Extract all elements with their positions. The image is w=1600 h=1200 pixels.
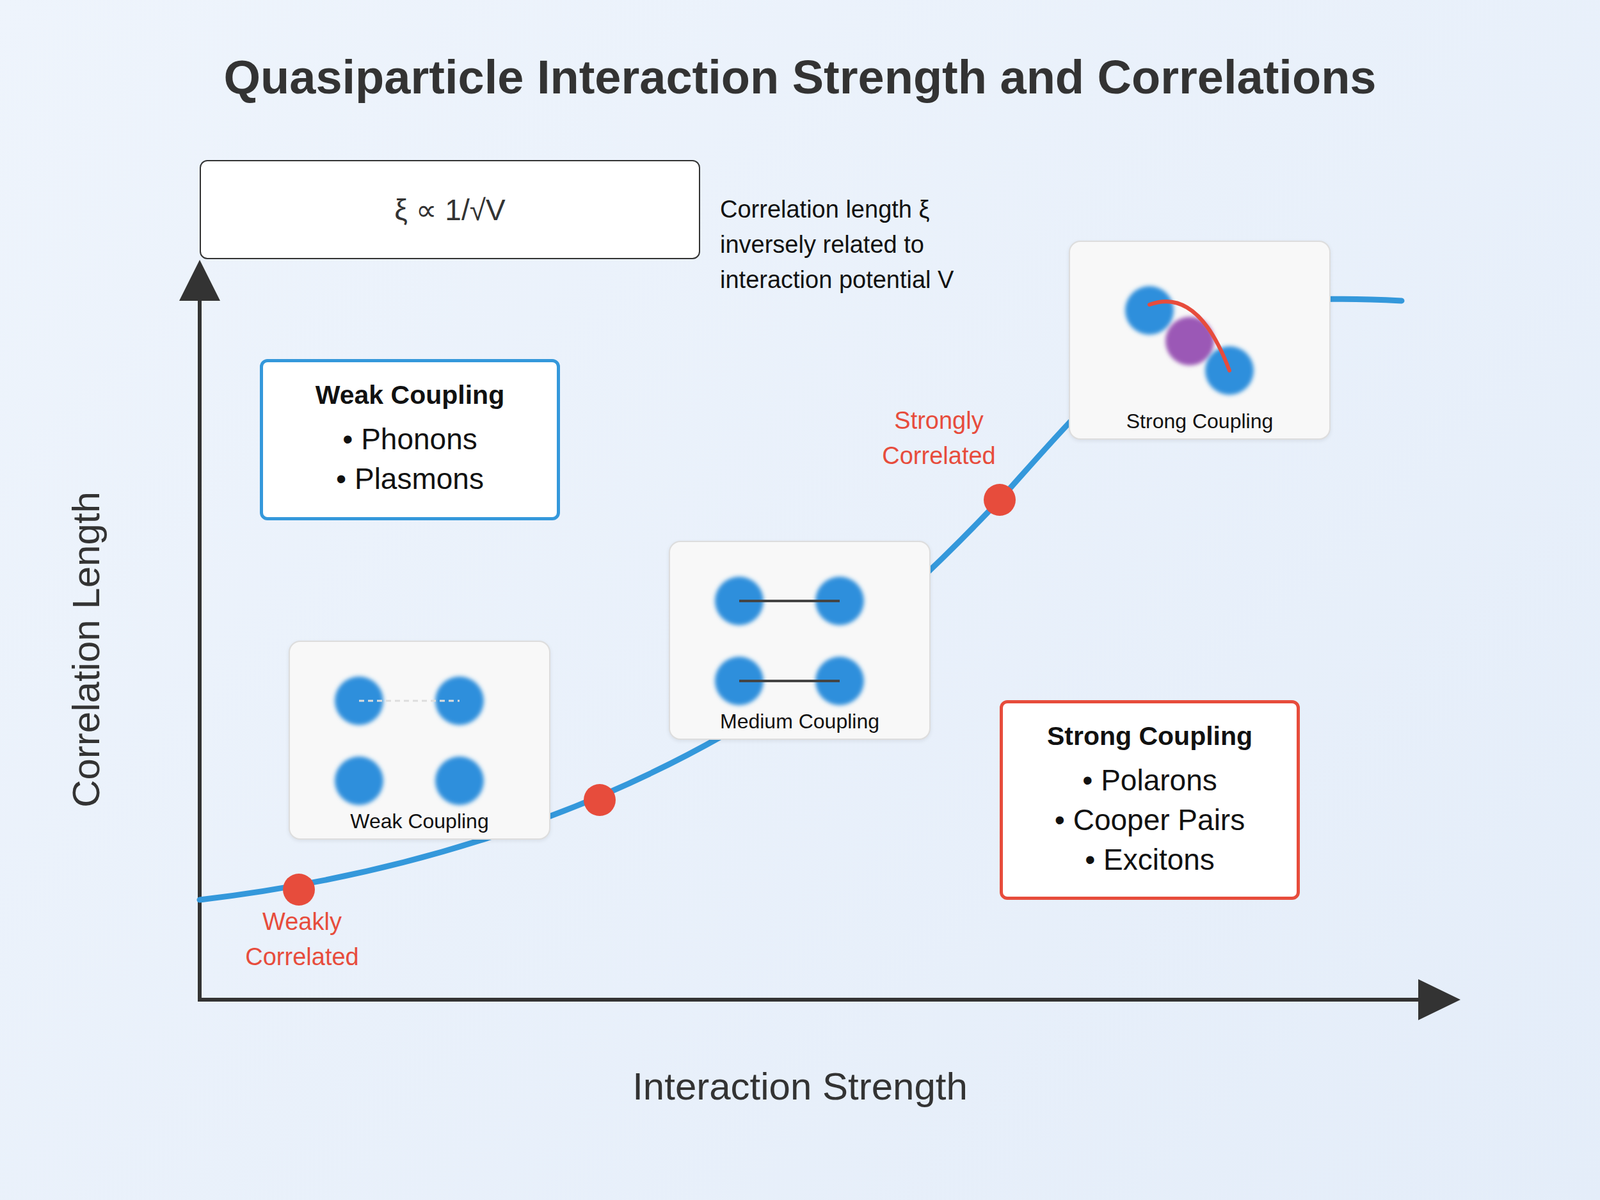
- y-axis: [197, 294, 202, 1000]
- list-item: • Plasmons: [275, 458, 544, 499]
- chart-title: Quasiparticle Interaction Strength and C…: [0, 49, 1600, 105]
- category-box: Weak Coupling • Phonons• Plasmons: [259, 359, 560, 521]
- data-point: [282, 873, 315, 906]
- interaction-curve: [1149, 301, 1230, 371]
- category-box: Strong Coupling • Polarons• Cooper Pairs•…: [999, 700, 1300, 900]
- x-axis: [197, 997, 1421, 1002]
- y-axis-label: Correlation Length: [55, 425, 118, 874]
- formula-box: ξ ∝ 1/√V: [199, 160, 701, 260]
- box-heading: Weak Coupling: [275, 380, 544, 411]
- correlation-curve: [199, 298, 1402, 900]
- point-label: Weakly Correlated: [225, 904, 379, 975]
- quasiparticle: [1125, 286, 1174, 335]
- quasiparticle: [435, 756, 484, 806]
- bond-line: [739, 679, 840, 683]
- bond-line: [739, 599, 840, 603]
- list-item: • Excitons: [1015, 839, 1284, 880]
- formula-text: ξ ∝ 1/√V: [394, 192, 505, 228]
- x-axis-label: Interaction Strength: [512, 1056, 1088, 1118]
- data-point: [583, 784, 616, 816]
- x-arrowhead: [1418, 979, 1461, 1021]
- quasiparticle: [334, 756, 384, 806]
- illustration-panel: Strong Coupling: [1068, 240, 1331, 440]
- data-point: [983, 483, 1016, 516]
- panel-caption: Weak Coupling: [289, 809, 550, 834]
- y-arrowhead: [179, 259, 221, 301]
- weak-bond: [359, 700, 460, 703]
- list-item: • Cooper Pairs: [1015, 800, 1284, 840]
- point-label: Strongly Correlated: [862, 403, 1016, 474]
- note-text: Correlation length ξ inversely related t…: [720, 192, 1028, 298]
- list-item: • Polarons: [1015, 760, 1284, 800]
- illustration-panel: Weak Coupling: [288, 640, 551, 840]
- list-item: • Phonons: [275, 419, 544, 459]
- illustration-panel: Medium Coupling: [668, 540, 931, 740]
- panel-caption: Medium Coupling: [670, 709, 930, 734]
- panel-caption: Strong Coupling: [1070, 409, 1330, 434]
- box-heading: Strong Coupling: [1015, 721, 1284, 752]
